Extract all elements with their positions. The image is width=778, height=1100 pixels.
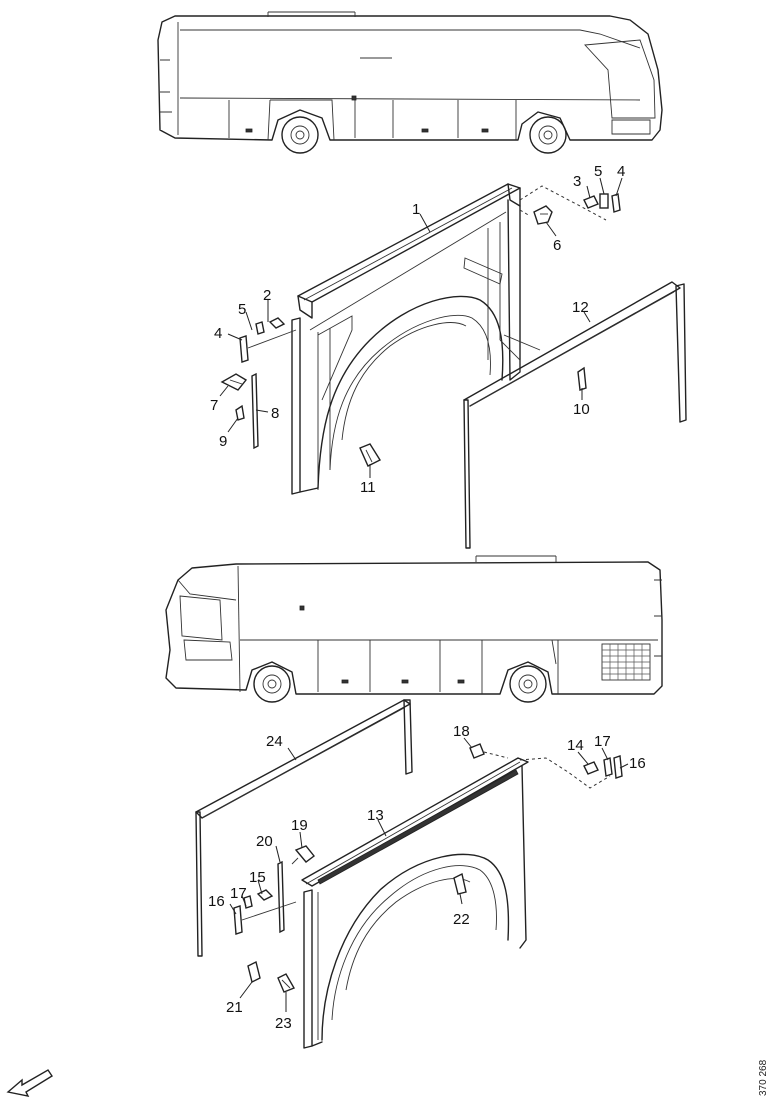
part-24-seal [195, 699, 411, 819]
bus-left-side-view [165, 555, 663, 703]
callout-23: 23 [275, 1015, 292, 1032]
callout-9: 9 [219, 433, 227, 450]
callout-22: 22 [453, 911, 470, 928]
part-7-bracket [220, 373, 248, 391]
callout-24: 24 [266, 733, 283, 750]
callout-2: 2 [263, 287, 271, 304]
left-wheel-arch-assembly [195, 699, 629, 1049]
front-direction-arrow-icon [6, 1069, 53, 1097]
callout-3: 3 [573, 173, 581, 190]
callout-18: 18 [453, 723, 470, 740]
callout-13: 13 [367, 807, 384, 824]
callout-8: 8 [271, 405, 279, 422]
part-8-strip [251, 372, 259, 450]
callout-16: 16 [208, 893, 225, 910]
callout-7: 7 [210, 397, 218, 414]
callout-12: 12 [572, 299, 589, 316]
callout-19: 19 [291, 817, 308, 834]
part-12-seal-vertical [463, 399, 471, 549]
callout-17: 17 [594, 733, 611, 750]
callout-10: 10 [573, 401, 590, 418]
part-11-bracket [359, 443, 382, 467]
callout-5: 5 [238, 301, 246, 318]
callout-15: 15 [249, 869, 266, 886]
bus-right-side-view [157, 11, 663, 154]
callout-4: 4 [617, 163, 625, 180]
callout-14: 14 [567, 737, 584, 754]
part-13-rail [301, 757, 529, 887]
callout-20: 20 [256, 833, 273, 850]
callout-11: 11 [360, 479, 376, 496]
part-6-clip [533, 205, 553, 225]
callout-labels: 1 2 3 4 4 5 5 6 7 8 9 10 11 12 13 14 15 … [208, 163, 646, 1032]
callout-21: 21 [226, 999, 243, 1016]
right-wheel-arch-assembly [219, 177, 687, 549]
callout-5: 5 [594, 163, 602, 180]
callout-16: 16 [629, 755, 646, 772]
callout-6: 6 [553, 237, 561, 254]
callout-17: 17 [230, 885, 247, 902]
drawing-reference-code: 370 268 [758, 1059, 769, 1096]
callout-1: 1 [412, 201, 420, 218]
callout-4: 4 [214, 325, 222, 342]
